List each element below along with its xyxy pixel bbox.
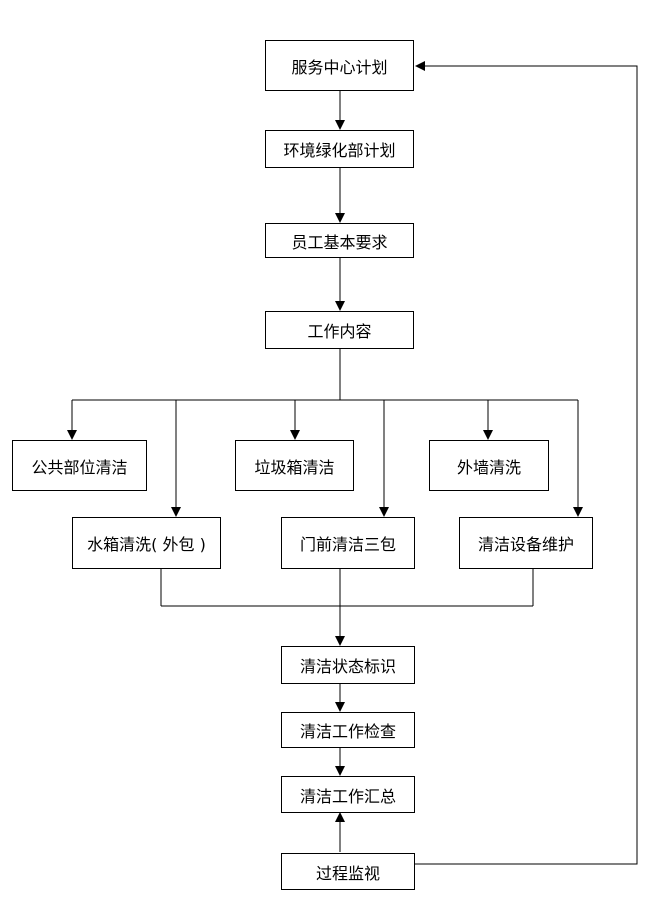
feedback-loop-to-plan <box>414 61 638 865</box>
node-front-door-cleaning: 门前清洁三包 <box>281 517 415 569</box>
node-work-content: 工作内容 <box>265 311 414 349</box>
node-trash-bin-cleaning: 垃圾箱清洁 <box>235 440 354 491</box>
node-process-monitoring: 过程监视 <box>281 853 415 890</box>
node-water-tank-cleaning: 水箱清洗( 外包 ) <box>72 517 221 569</box>
node-env-green-plan: 环境绿化部计划 <box>265 130 414 168</box>
node-equipment-maintenance: 清洁设备维护 <box>459 517 593 569</box>
node-work-summary: 清洁工作汇总 <box>281 776 415 813</box>
node-status-marking: 清洁状态标识 <box>281 646 415 684</box>
node-public-area-cleaning: 公共部位清洁 <box>12 440 147 491</box>
node-staff-requirements: 员工基本要求 <box>265 223 414 258</box>
node-service-plan: 服务中心计划 <box>265 40 414 91</box>
node-exterior-wall-washing: 外墙清洗 <box>429 440 549 491</box>
node-work-inspection: 清洁工作检查 <box>281 712 415 748</box>
